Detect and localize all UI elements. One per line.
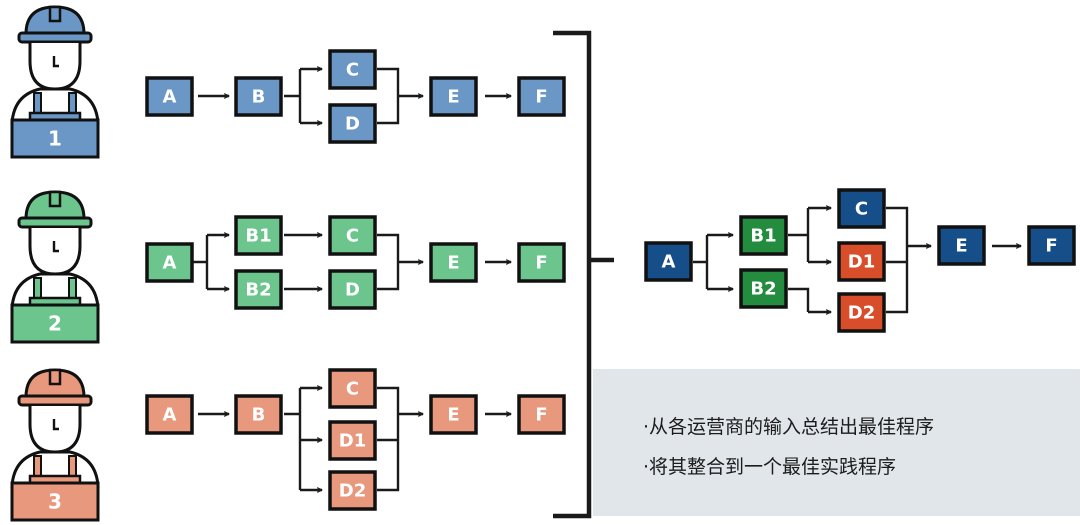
step-box: D1 — [837, 241, 886, 282]
worker-number: 1 — [48, 127, 62, 151]
step-box-label: A — [163, 253, 177, 274]
step-box: F — [517, 242, 566, 283]
step-box-label: A — [163, 405, 177, 426]
step-box: B1 — [234, 215, 283, 256]
construction-worker-icon: 3 — [10, 368, 100, 522]
step-box-label: F — [1045, 236, 1057, 257]
step-box-label: F — [535, 87, 547, 108]
caption-bullet-2: ·将其整合到一个最佳实践程序 — [643, 456, 897, 478]
step-box: C — [328, 215, 377, 256]
merge-bracket — [553, 30, 614, 519]
step-box-label: E — [447, 87, 459, 108]
connector — [193, 235, 209, 289]
step-box: C — [328, 49, 377, 90]
step-box-label: D1 — [848, 252, 875, 273]
process-flow-1: A B C D E F — [145, 49, 566, 144]
step-box-label: E — [447, 253, 459, 274]
construction-worker-icon: 2 — [10, 190, 100, 344]
step-box-label: D2 — [848, 303, 875, 324]
caption-bullet-1: ·从各运营商的输入总结出最佳程序 — [643, 416, 935, 438]
step-box-label: E — [447, 405, 459, 426]
step-box: D1 — [328, 420, 377, 461]
step-box-label: B — [252, 405, 266, 426]
connector — [377, 386, 423, 492]
connector — [788, 208, 810, 262]
step-box-label: D — [345, 114, 360, 135]
connector — [284, 69, 302, 123]
step-box: E — [429, 394, 478, 435]
step-box: B2 — [234, 269, 283, 310]
step-box: A — [644, 241, 693, 282]
step-box: D2 — [837, 292, 886, 333]
worker-number: 2 — [48, 312, 62, 336]
step-box: D2 — [328, 470, 377, 511]
step-box: C — [837, 188, 886, 229]
step-box: F — [517, 394, 566, 435]
step-box: B — [234, 394, 283, 435]
step-box: D — [328, 269, 377, 310]
step-box-label: A — [163, 87, 177, 108]
step-box-label: B2 — [245, 280, 271, 301]
step-box: E — [937, 225, 986, 266]
step-box: F — [1027, 225, 1076, 266]
step-box-label: C — [346, 60, 359, 81]
caption-box — [593, 369, 1080, 516]
step-box-label: E — [955, 236, 967, 257]
connector — [284, 388, 302, 490]
step-box: A — [145, 394, 194, 435]
step-box-label: B1 — [245, 226, 271, 247]
construction-worker-icon: 1 — [10, 5, 100, 159]
step-box-label: D1 — [339, 431, 366, 452]
step-box-label: C — [346, 226, 359, 247]
step-box-label: B — [252, 87, 266, 108]
step-box: A — [145, 76, 194, 117]
step-box-label: C — [346, 379, 359, 400]
step-box-label: F — [535, 253, 547, 274]
step-box: E — [429, 76, 478, 117]
step-box: C — [328, 368, 377, 409]
step-box-label: B1 — [750, 226, 776, 247]
connector — [886, 206, 931, 314]
step-box-label: B2 — [750, 279, 776, 300]
step-box: B — [234, 76, 283, 117]
connector — [788, 287, 810, 312]
step-box: E — [429, 242, 478, 283]
step-box-label: A — [662, 252, 676, 273]
connector — [693, 235, 709, 289]
step-box-label: D2 — [339, 481, 366, 502]
step-box: B2 — [739, 268, 788, 309]
step-box: A — [145, 242, 194, 283]
step-box-label: F — [535, 405, 547, 426]
connector — [377, 67, 423, 125]
step-box-label: C — [855, 199, 868, 220]
connector — [377, 233, 423, 291]
step-box: B1 — [739, 215, 788, 256]
worker-number: 3 — [48, 490, 62, 514]
step-box: F — [517, 76, 566, 117]
step-box-label: D — [345, 280, 360, 301]
step-box: D — [328, 103, 377, 144]
